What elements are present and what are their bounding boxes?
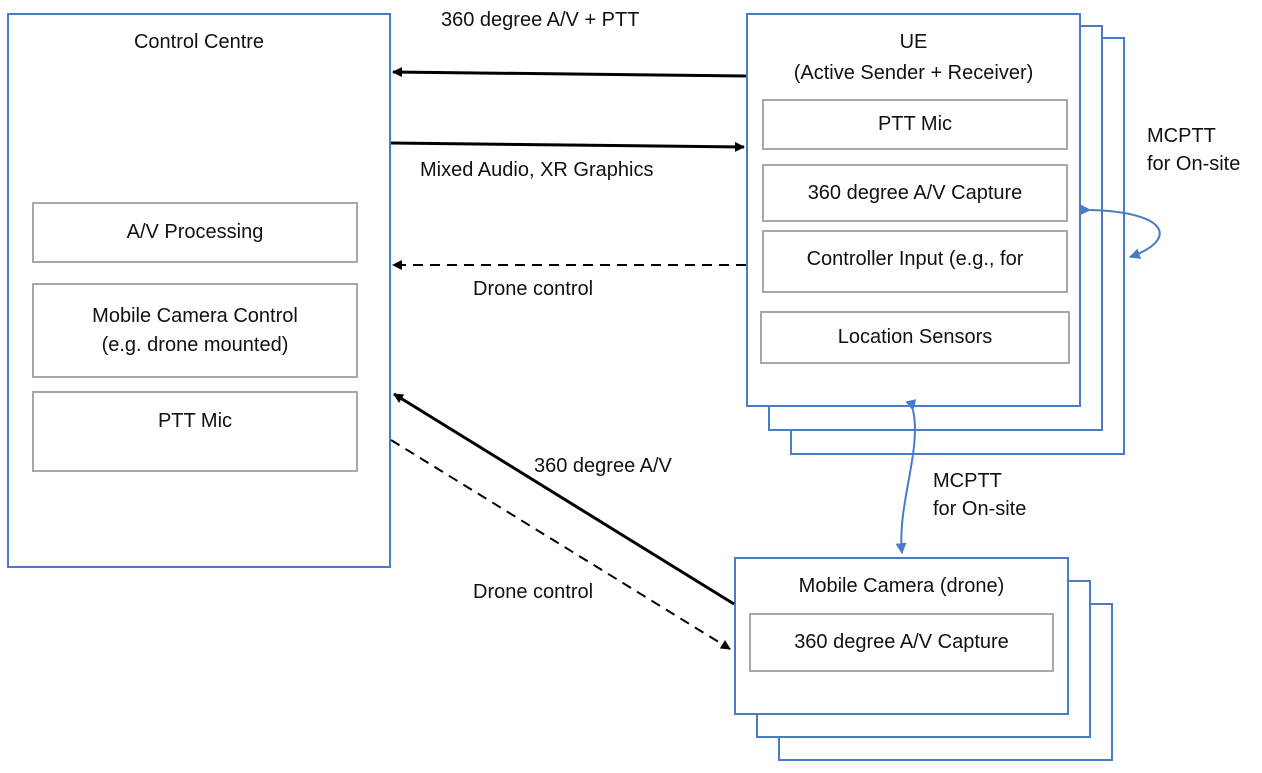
label-cc-to-ue: Mixed Audio, XR Graphics <box>420 159 654 181</box>
mobile-camera-title: Mobile Camera (drone) <box>798 575 1005 597</box>
ue-title: UE <box>899 31 928 53</box>
arrow-camera-to-cc <box>393 392 735 606</box>
ue-ptt-mic: PTT Mic <box>762 99 1068 150</box>
arrow-mcptt-ue-camera <box>895 399 917 555</box>
ue-subtitle: (Active Sender + Receiver) <box>793 62 1034 84</box>
cc-ptt-mic: PTT Mic <box>32 391 358 472</box>
arrow-cc-drone-control <box>390 439 731 650</box>
cc-av-processing: A/V Processing <box>32 202 358 263</box>
ue-360-av-capture: 360 degree A/V Capture <box>762 164 1068 222</box>
label-ue-to-cc: 360 degree A/V + PTT <box>441 9 640 31</box>
ue-location-sensors: Location Sensors <box>760 311 1070 364</box>
control-centre-title: Control Centre <box>133 31 265 53</box>
cc-mobile-camera-control: Mobile Camera Control (e.g. drone mounte… <box>32 283 358 378</box>
label-ue-drone-control: Drone control <box>473 278 594 300</box>
label-mcptt-ue-camera: MCPTT for On-site <box>933 470 1027 520</box>
arrow-cc-to-ue <box>390 141 745 152</box>
label-camera-to-cc: 360 degree A/V <box>534 455 672 477</box>
ue-controller-input: Controller Input (e.g., for <box>762 230 1068 293</box>
arrow-mcptt-ue-loop <box>1079 204 1161 259</box>
ue-controller-input-label: Controller Input (e.g., for <box>806 248 1024 270</box>
camera-360-av-capture: 360 degree A/V Capture <box>749 613 1054 672</box>
arrow-ue-to-cc <box>392 67 747 78</box>
label-cc-drone-control: Drone control <box>473 581 594 603</box>
label-mcptt-ue: MCPTT for On-site <box>1147 125 1241 175</box>
